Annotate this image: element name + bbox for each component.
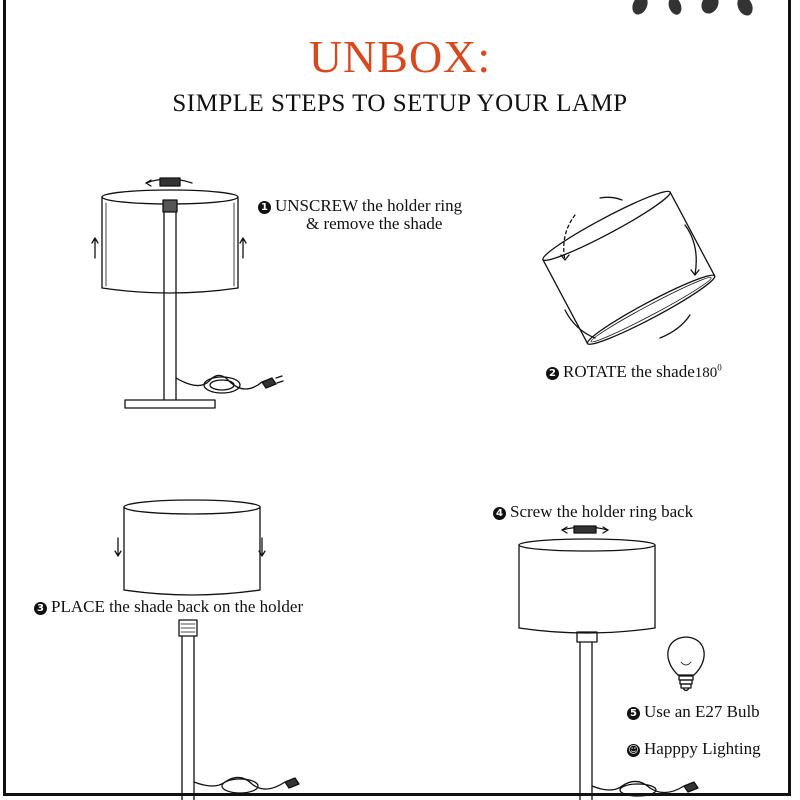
step-number-badge: 3 [34,602,47,615]
step-number-badge: 5 [627,707,640,720]
step-4-lamp-illustration [518,525,699,800]
leaf-ornament-icon [632,0,753,16]
page-frame [3,0,791,796]
final-text: Happpy Lighting [644,739,761,758]
page-title: UNBOX: [308,31,492,82]
final-label: ☺ Happpy Lighting [627,739,761,759]
rotation-value: 180 [694,365,718,381]
page-subtitle: SIMPLE STEPS TO SETUP YOUR LAMP [172,90,628,117]
step-4-text: Screw the holder ring back [510,502,694,521]
step-3-label: 3 PLACE the shade back on the holder [34,597,303,617]
step-1-line1: UNSCREW the holder ring [275,196,463,215]
smiley-icon: ☺ [627,744,640,757]
step-number-badge: 1 [258,201,271,214]
step-number-badge: 2 [546,367,559,380]
step-4-label: 4 Screw the holder ring back [493,502,693,522]
step-2-text: ROTATE the shade [563,362,695,381]
step-5-text: Use an E27 Bulb [644,702,760,721]
step-5-label: 5 Use an E27 Bulb [627,702,760,722]
step-1-line2: & remove the shade [306,214,443,233]
step-3-text: PLACE the shade back on the holder [51,597,304,616]
step-1-lamp-illustration [91,177,284,409]
e27-bulb-icon [667,636,705,692]
step-1-label: 1 UNSCREW the holder ring [258,196,462,216]
step-2-rotating-shade-illustration [542,190,716,345]
step-3-shade-illustration [114,499,300,800]
step-number-badge: 4 [493,507,506,520]
degree-symbol: 0 [717,362,722,373]
step-2-label: 2 ROTATE the shade1800 [546,362,722,382]
